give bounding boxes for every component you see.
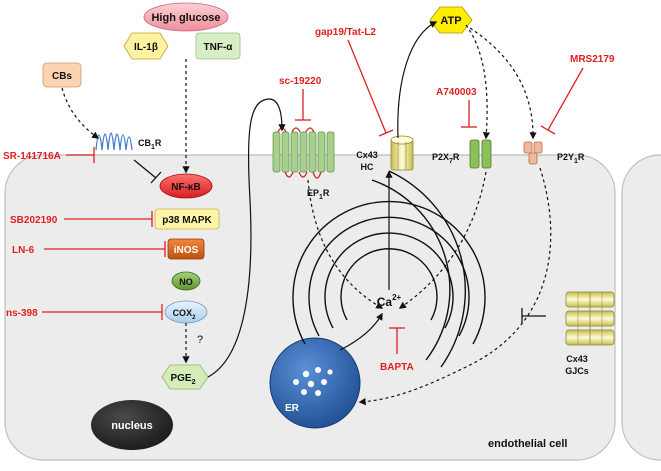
inhibitor-gap19: gap19/Tat-L2 [315,27,376,38]
cox2-label: COX2 [173,308,197,321]
p2y1r-receptor [523,141,543,165]
nucleus [91,400,173,450]
p38-node [154,208,220,230]
inhibitor-sb202190: SB202190 [10,215,58,226]
inhibitor-sc19220: sc-19220 [279,76,322,87]
high-glucose-label: High glucose [151,12,220,24]
inhibitor-ln6: LN-6 [12,245,35,256]
no-node [171,271,201,291]
nfkb-label: NF-κB [171,182,200,193]
cx43-hemichannel [390,135,414,171]
inos-node [167,238,205,260]
inhibitor-ns398: ns-398 [6,308,38,319]
tnfa-node [195,32,241,60]
inhibitor-mrs2179: MRS2179 [570,54,615,65]
inhibitor-bapta: BAPTA [380,362,414,373]
er-calcium-dots [293,367,333,396]
inhibitor-a740003: A740003 [436,87,477,98]
inos-label: iNOS [174,245,199,256]
cb1r-receptor [95,132,133,151]
inhibitor-sr141716a: SR-141716A [3,151,61,162]
atp-node [429,6,473,34]
high-glucose-node [143,2,229,32]
tnfa-label: TNF-α [204,42,234,53]
il1b-label: IL-1β [134,42,158,53]
cb1r-label: CB1R [138,138,162,151]
p2x7r-label: P2X7R [432,152,460,165]
cx43-gap-junctions [565,291,615,346]
black-inhibitions [133,159,546,324]
atp-label: ATP [440,15,461,27]
nfkb-node [159,173,213,199]
cbs-node [42,62,82,88]
cx43gj-label-line1: Cx43 [566,354,588,364]
p38-label: p38 MAPK [162,215,212,226]
p2x7r-receptor [469,139,492,169]
no-label: NO [179,277,193,287]
endothelial-cell-label: endothelial cell [488,438,567,450]
pge2-label: PGE2 [170,373,195,386]
nucleus-label: nucleus [111,420,153,432]
red-inhibitions [42,39,584,354]
p2y1r-label: P2Y1R [557,152,585,165]
er-organelle [269,337,361,429]
il1b-node [123,32,169,60]
neighbor-cell [621,154,661,461]
ep1r-receptor [272,127,335,179]
ep1r-label: EP1R [307,188,330,201]
activation-arrows [61,21,552,406]
question-mark: ? [197,334,203,346]
cx43hc-label-line1: Cx43 [356,150,378,160]
er-label: ER [285,403,300,414]
cx43hc-label-line2: HC [361,162,374,172]
cx43gj-label-line2: GJCs [565,366,589,376]
cbs-label: CBs [52,71,72,82]
